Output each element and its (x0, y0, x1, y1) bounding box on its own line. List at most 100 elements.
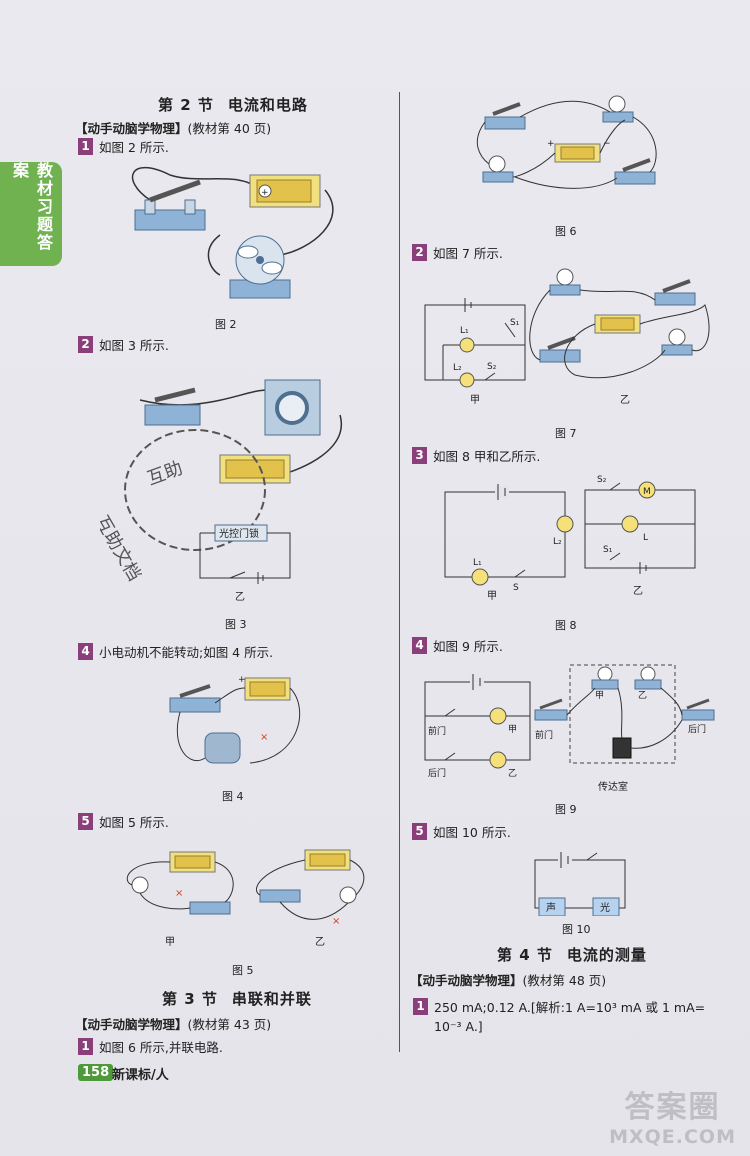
figure-5: × 甲 × 乙 (126, 849, 365, 948)
sec3-answer-item-5: 5 如图 10 所示. (412, 822, 511, 841)
figure-3: 互助 互助文档 光控门锁 乙 (100, 379, 343, 603)
figure-10: 声 光 (534, 852, 626, 916)
fig7-label-a: 甲 (470, 395, 480, 406)
footer-label: 新课标/人 (112, 1068, 169, 1083)
svg-text:×: × (260, 732, 268, 743)
fig7-label-b: 乙 (620, 394, 630, 406)
section-2-name: 电流和电路 (227, 96, 308, 114)
section-4-heading: 【动手动脑学物理】(教材第 48 页) (410, 970, 606, 989)
figure-8: L₂ L₁ S 甲 S₂ M L S₁ 乙 (444, 475, 696, 602)
fig7-L2: L₂ (453, 363, 462, 373)
item-text: 如图 2 所示. (99, 140, 169, 155)
sec4-answer-item-1: 1 250 mA;0.12 A.[解析:1 A=10³ mA 或 1 mA= (413, 997, 705, 1016)
item-number: 1 (78, 138, 93, 155)
fig8-label-b: 乙 (633, 585, 643, 597)
item-number: 2 (412, 244, 427, 261)
fig7-S2: S₂ (487, 362, 497, 372)
item-number: 5 (78, 813, 93, 830)
answer-item-1: 1 如图 2 所示. (78, 137, 169, 156)
sec3-answer-item-2: 2 如图 7 所示. (412, 243, 503, 262)
item-text: 小电动机不能转动;如图 4 所示. (99, 645, 274, 660)
figure-4: + × (169, 675, 301, 764)
figure-2: + (131, 166, 334, 299)
svg-text:×: × (175, 888, 183, 899)
item-text-line-2: 10⁻³ A.] (434, 1019, 483, 1034)
column-divider (399, 92, 400, 1052)
figure-2-caption: 图 2 (215, 318, 237, 331)
fig8-S: S (513, 583, 519, 593)
figure-8-caption: 图 8 (555, 619, 577, 632)
side-tab: 教材习题答案 (0, 162, 62, 266)
svg-text:×: × (332, 916, 340, 927)
answer-item-5: 5 如图 5 所示. (78, 812, 169, 831)
figure-7: S₁ L₁ L₂ S₂ 甲 乙 (424, 268, 710, 406)
svg-text:+: + (547, 139, 555, 149)
item-number: 5 (412, 823, 427, 840)
item-text: 如图 8 甲和乙所示. (433, 449, 541, 464)
svg-text:−: − (603, 139, 611, 149)
heading-bold: 【动手动脑学物理】 (75, 121, 188, 136)
svg-text:前门: 前门 (535, 729, 553, 741)
answer-item-2: 2 如图 3 所示. (78, 335, 169, 354)
fig5-label-b: 乙 (315, 936, 325, 948)
heading-ref: (教材第 43 页) (187, 1017, 272, 1032)
item-number: 1 (78, 1038, 93, 1055)
svg-text:乙: 乙 (638, 690, 647, 701)
watermark-small: MXQE.COM (609, 1126, 736, 1148)
watermark: 答案圈 MXQE.COM (609, 1082, 736, 1148)
page-number: 158 (78, 1064, 114, 1081)
section-4-number: 第 4 节 (497, 946, 553, 964)
item-text: 如图 7 所示. (433, 246, 503, 261)
section-2-title: 第 2 节电流和电路 (158, 94, 308, 115)
item-text-line-1: 250 mA;0.12 A.[解析:1 A=10³ mA 或 1 mA= (434, 1000, 706, 1015)
svg-text:+: + (261, 188, 269, 198)
svg-text:+: + (238, 675, 246, 685)
fig8-L2: L₂ (553, 537, 562, 547)
svg-text:后门: 后门 (688, 723, 706, 735)
fig5-label-a: 甲 (165, 937, 175, 948)
fig8-S2: S₂ (597, 475, 607, 485)
fig7-L1: L₁ (460, 326, 469, 336)
stamp-text: 互助文档 (100, 512, 145, 585)
watermark-big: 答案圈 (624, 1090, 721, 1125)
item-number: 3 (412, 447, 427, 464)
figure-5-caption: 图 5 (232, 964, 254, 977)
fig9-back: 后门 (428, 767, 446, 779)
sec3-answer-item-4: 4 如图 9 所示. (412, 636, 503, 655)
section-2-heading: 【动手动脑学物理】(教材第 40 页) (75, 118, 271, 137)
item-text: 如图 6 所示,并联电路. (99, 1040, 223, 1055)
fig10-light: 光 (600, 901, 610, 914)
heading-ref: (教材第 48 页) (522, 973, 607, 988)
section-3-number: 第 3 节 (162, 990, 218, 1008)
figure-6: +− (476, 95, 657, 189)
fig9-room: 传达室 (598, 780, 628, 793)
item-text: 如图 5 所示. (99, 815, 169, 830)
fig3-sub-label: 乙 (235, 591, 245, 603)
fig9-jia: 甲 (508, 724, 517, 735)
figure-10-caption: 图 10 (562, 923, 591, 936)
item-number: 4 (78, 643, 93, 660)
item-text: 如图 10 所示. (433, 825, 511, 840)
fig9-front: 前门 (428, 725, 446, 737)
item-text: 如图 9 所示. (433, 639, 503, 654)
section-2-number: 第 2 节 (158, 96, 214, 114)
sec3-answer-item-3: 3 如图 8 甲和乙所示. (412, 446, 540, 465)
side-tab-label: 教材习题答案 (10, 162, 53, 252)
section-4-name: 电流的测量 (566, 946, 647, 964)
section-3-name: 串联和并联 (231, 990, 312, 1008)
figure-9-caption: 图 9 (555, 803, 577, 816)
fig8-S1: S₁ (603, 545, 613, 555)
fig8-label-a: 甲 (487, 591, 497, 602)
section-3-heading: 【动手动脑学物理】(教材第 43 页) (75, 1014, 271, 1033)
heading-bold: 【动手动脑学物理】 (410, 973, 523, 988)
fig8-L: L (643, 533, 648, 543)
fig8-L1: L₁ (473, 558, 482, 568)
heading-ref: (教材第 40 页) (187, 121, 272, 136)
figure-4-caption: 图 4 (222, 790, 244, 803)
figure-9: 前门 甲 后门 乙 甲 乙 前门 后门 传达室 (424, 664, 715, 793)
fig3-switch-label: 光控门锁 (219, 527, 259, 540)
fig7-S1: S₁ (510, 318, 520, 328)
item-number: 4 (412, 637, 427, 654)
item-text: 如图 3 所示. (99, 338, 169, 353)
